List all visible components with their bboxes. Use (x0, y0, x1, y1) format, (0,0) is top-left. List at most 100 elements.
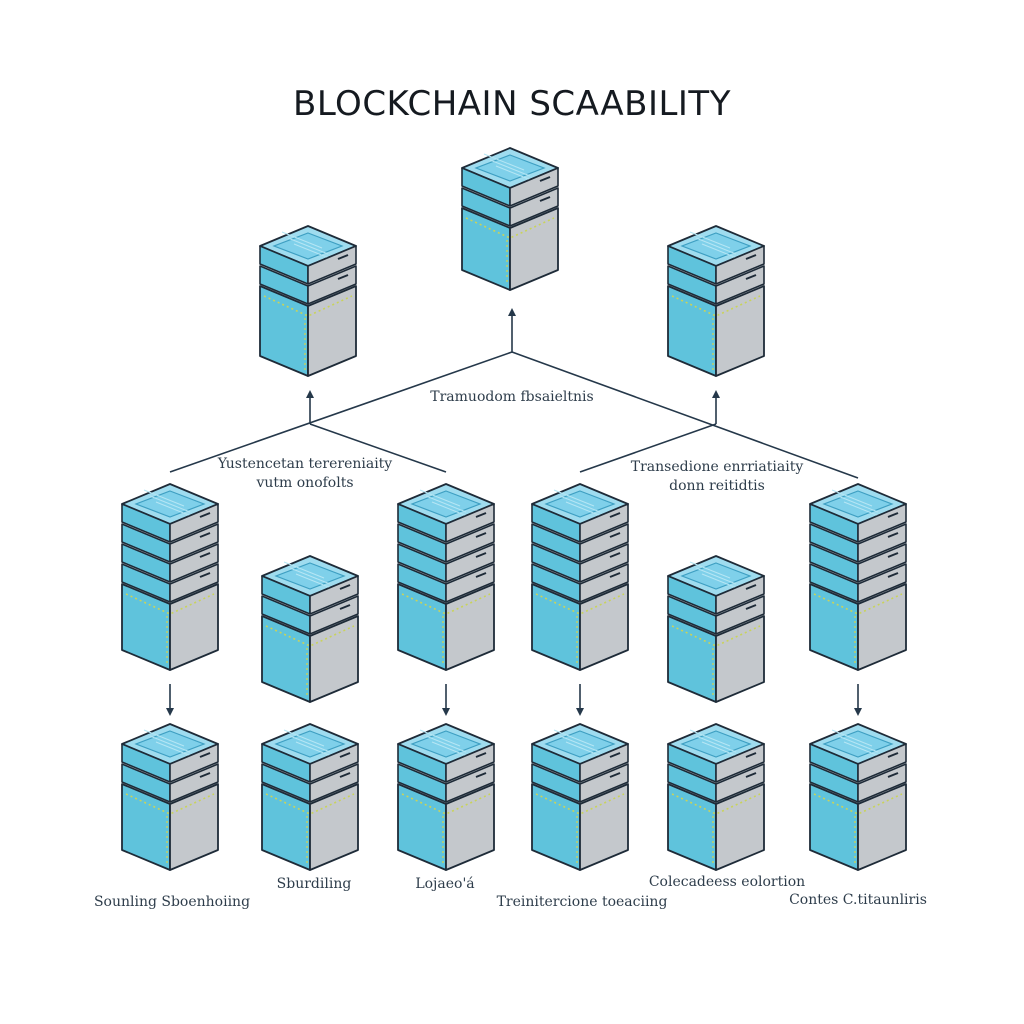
port-mark (539, 196, 551, 202)
port-mark (887, 532, 899, 538)
panel-stripe (289, 735, 331, 753)
port-mark (887, 512, 899, 518)
arrow-down-icon (442, 708, 450, 716)
port-mark (337, 254, 349, 260)
server-slab-right (169, 523, 219, 563)
server-slab-right (307, 265, 357, 305)
panel-stripe (831, 729, 873, 747)
port-mark (745, 772, 757, 778)
server-slab-right (715, 763, 765, 803)
accent-dots (813, 593, 903, 615)
server-base-right (309, 615, 359, 703)
panel-stripe (489, 159, 531, 177)
server-base-right (169, 583, 219, 671)
port-mark (887, 772, 899, 778)
server-slab-right (509, 187, 559, 227)
panel-stripe (419, 489, 461, 507)
arrow-down-icon (166, 708, 174, 716)
server-stack-bottom-3 (397, 723, 495, 871)
top-branch-text: Tramuodom fbsaieltnis (430, 389, 594, 405)
arrow-up-icon (712, 390, 720, 398)
server-stack-top-center (461, 147, 559, 291)
accent-dots (125, 593, 215, 615)
accent-dots (401, 593, 491, 615)
server-slab-right (307, 245, 357, 285)
panel-stripe (695, 567, 737, 585)
server-stack-bottom-4 (531, 723, 629, 871)
bottom-label-4: Treinitercione toeaciing (496, 894, 668, 910)
server-slab-right (445, 503, 495, 543)
server-slab-right (857, 563, 907, 603)
panel-stripe (689, 231, 731, 249)
panel-stripe (149, 735, 191, 753)
accent-dots (125, 793, 215, 815)
server-base-right (715, 285, 765, 377)
server-slab-right (579, 563, 629, 603)
accent-dots (813, 793, 903, 815)
server-slab-right (445, 523, 495, 563)
panel-stripe (553, 489, 595, 507)
panel-stripe (289, 567, 331, 585)
right-branch-line2: donn reitidtis (669, 478, 765, 494)
accent-dots (265, 625, 355, 647)
server-slab-right (169, 563, 219, 603)
port-mark (339, 604, 351, 610)
port-mark (199, 752, 211, 758)
server-stack-bottom-2 (261, 723, 359, 871)
port-mark (609, 552, 621, 558)
accent-dots (671, 625, 761, 647)
port-mark (475, 772, 487, 778)
server-slab-right (169, 503, 219, 543)
right-branch-line1: Transedione enrriatiaity (630, 459, 804, 475)
port-mark (337, 274, 349, 280)
port-mark (199, 512, 211, 518)
port-mark (475, 532, 487, 538)
panel-stripe (559, 495, 601, 513)
panel-stripe (689, 729, 731, 747)
server-stack-bottom-1 (121, 723, 219, 871)
server-slab-right (715, 245, 765, 285)
panel-stripe (283, 729, 325, 747)
server-slab-right (169, 543, 219, 583)
panel-stripe (689, 561, 731, 579)
server-base-right (579, 783, 629, 871)
server-base-right (509, 207, 559, 291)
panel-stripe (837, 495, 879, 513)
port-mark (199, 572, 211, 578)
server-slab-right (857, 503, 907, 543)
accent-dots (465, 217, 555, 239)
server-slab-right (309, 595, 359, 635)
top-branch-label: Tramuodom fbsaieltnis (412, 388, 612, 407)
panel-stripe (287, 237, 329, 255)
port-mark (745, 604, 757, 610)
server-base-right (445, 583, 495, 671)
server-base-right (169, 783, 219, 871)
panel-stripe (143, 489, 185, 507)
server-slab-right (857, 543, 907, 583)
port-mark (609, 772, 621, 778)
arrow-up-icon (306, 390, 314, 398)
server-stack-mid-3 (397, 483, 495, 671)
server-base-right (579, 583, 629, 671)
port-mark (609, 532, 621, 538)
panel-stripe (837, 735, 879, 753)
port-mark (745, 584, 757, 590)
panel-stripe (419, 729, 461, 747)
server-stack-mid-2 (261, 555, 359, 703)
server-slab-right (169, 743, 219, 783)
server-base-right (309, 783, 359, 871)
panel-stripe (695, 735, 737, 753)
port-mark (199, 532, 211, 538)
port-mark (887, 552, 899, 558)
port-mark (199, 552, 211, 558)
server-slab-right (715, 595, 765, 635)
accent-dots (671, 295, 761, 317)
port-mark (475, 572, 487, 578)
server-slab-right (715, 575, 765, 615)
server-slab-right (309, 763, 359, 803)
server-slab-right (857, 523, 907, 563)
port-mark (475, 512, 487, 518)
server-slab-right (445, 743, 495, 783)
panel-stripe (149, 495, 191, 513)
